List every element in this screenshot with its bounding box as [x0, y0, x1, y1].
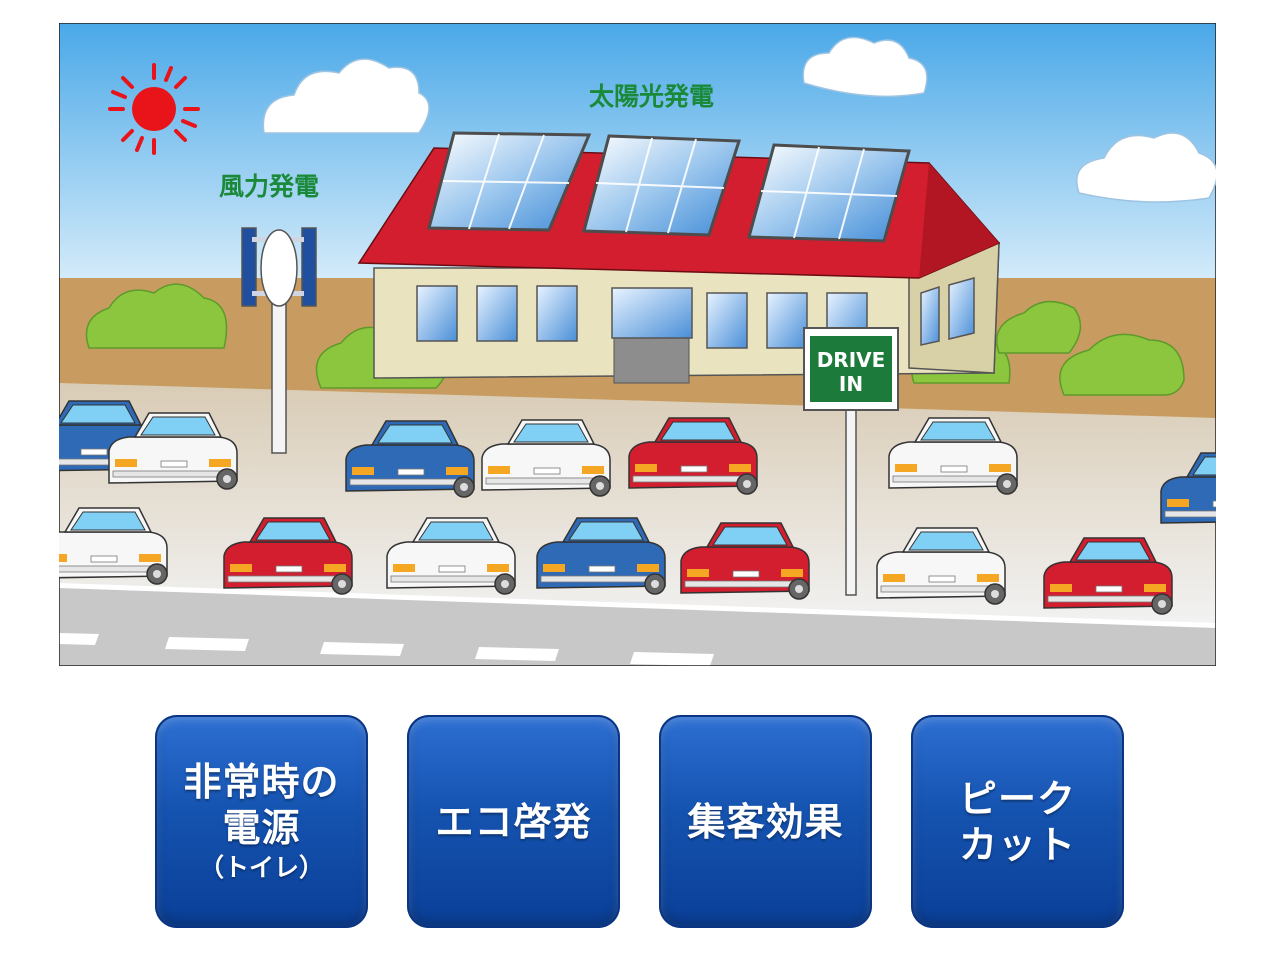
- drive-in-sign: DRIVE IN: [803, 327, 899, 596]
- tile-line: エコ啓発: [435, 799, 592, 844]
- cloud-icon: [262, 58, 430, 134]
- wind-turbine-icon: [241, 227, 317, 454]
- solar-panel-icon: [427, 131, 911, 243]
- tile-line: 電源: [222, 805, 301, 850]
- wind-label: 風力発電: [219, 172, 319, 201]
- sign-line-1: DRIVE: [817, 348, 886, 372]
- solar-label: 太陽光発電: [589, 82, 714, 111]
- sign-line-2: IN: [839, 372, 863, 396]
- tile-line: 非常時の: [183, 759, 340, 804]
- benefit-tiles: 非常時の 電源 （トイレ） エコ啓発 集客効果 ピーク カット: [0, 715, 1280, 930]
- tile-subtext: （トイレ）: [198, 852, 324, 882]
- parking-scene-illustration: DRIVE IN 太陽光発電 風力発電: [59, 23, 1216, 666]
- tile-peak-cut: ピーク カット: [911, 715, 1124, 928]
- tile-eco-awareness: エコ啓発: [407, 715, 620, 928]
- tile-line: 集客効果: [687, 799, 844, 844]
- tile-emergency-power: 非常時の 電源 （トイレ）: [155, 715, 368, 928]
- tile-customer-attraction: 集客効果: [659, 715, 872, 928]
- sun-icon: [108, 63, 200, 155]
- cloud-icon: [1076, 132, 1216, 203]
- tile-line: カット: [958, 822, 1076, 867]
- cloud-icon: [802, 36, 928, 98]
- tile-line: ピーク: [958, 776, 1076, 821]
